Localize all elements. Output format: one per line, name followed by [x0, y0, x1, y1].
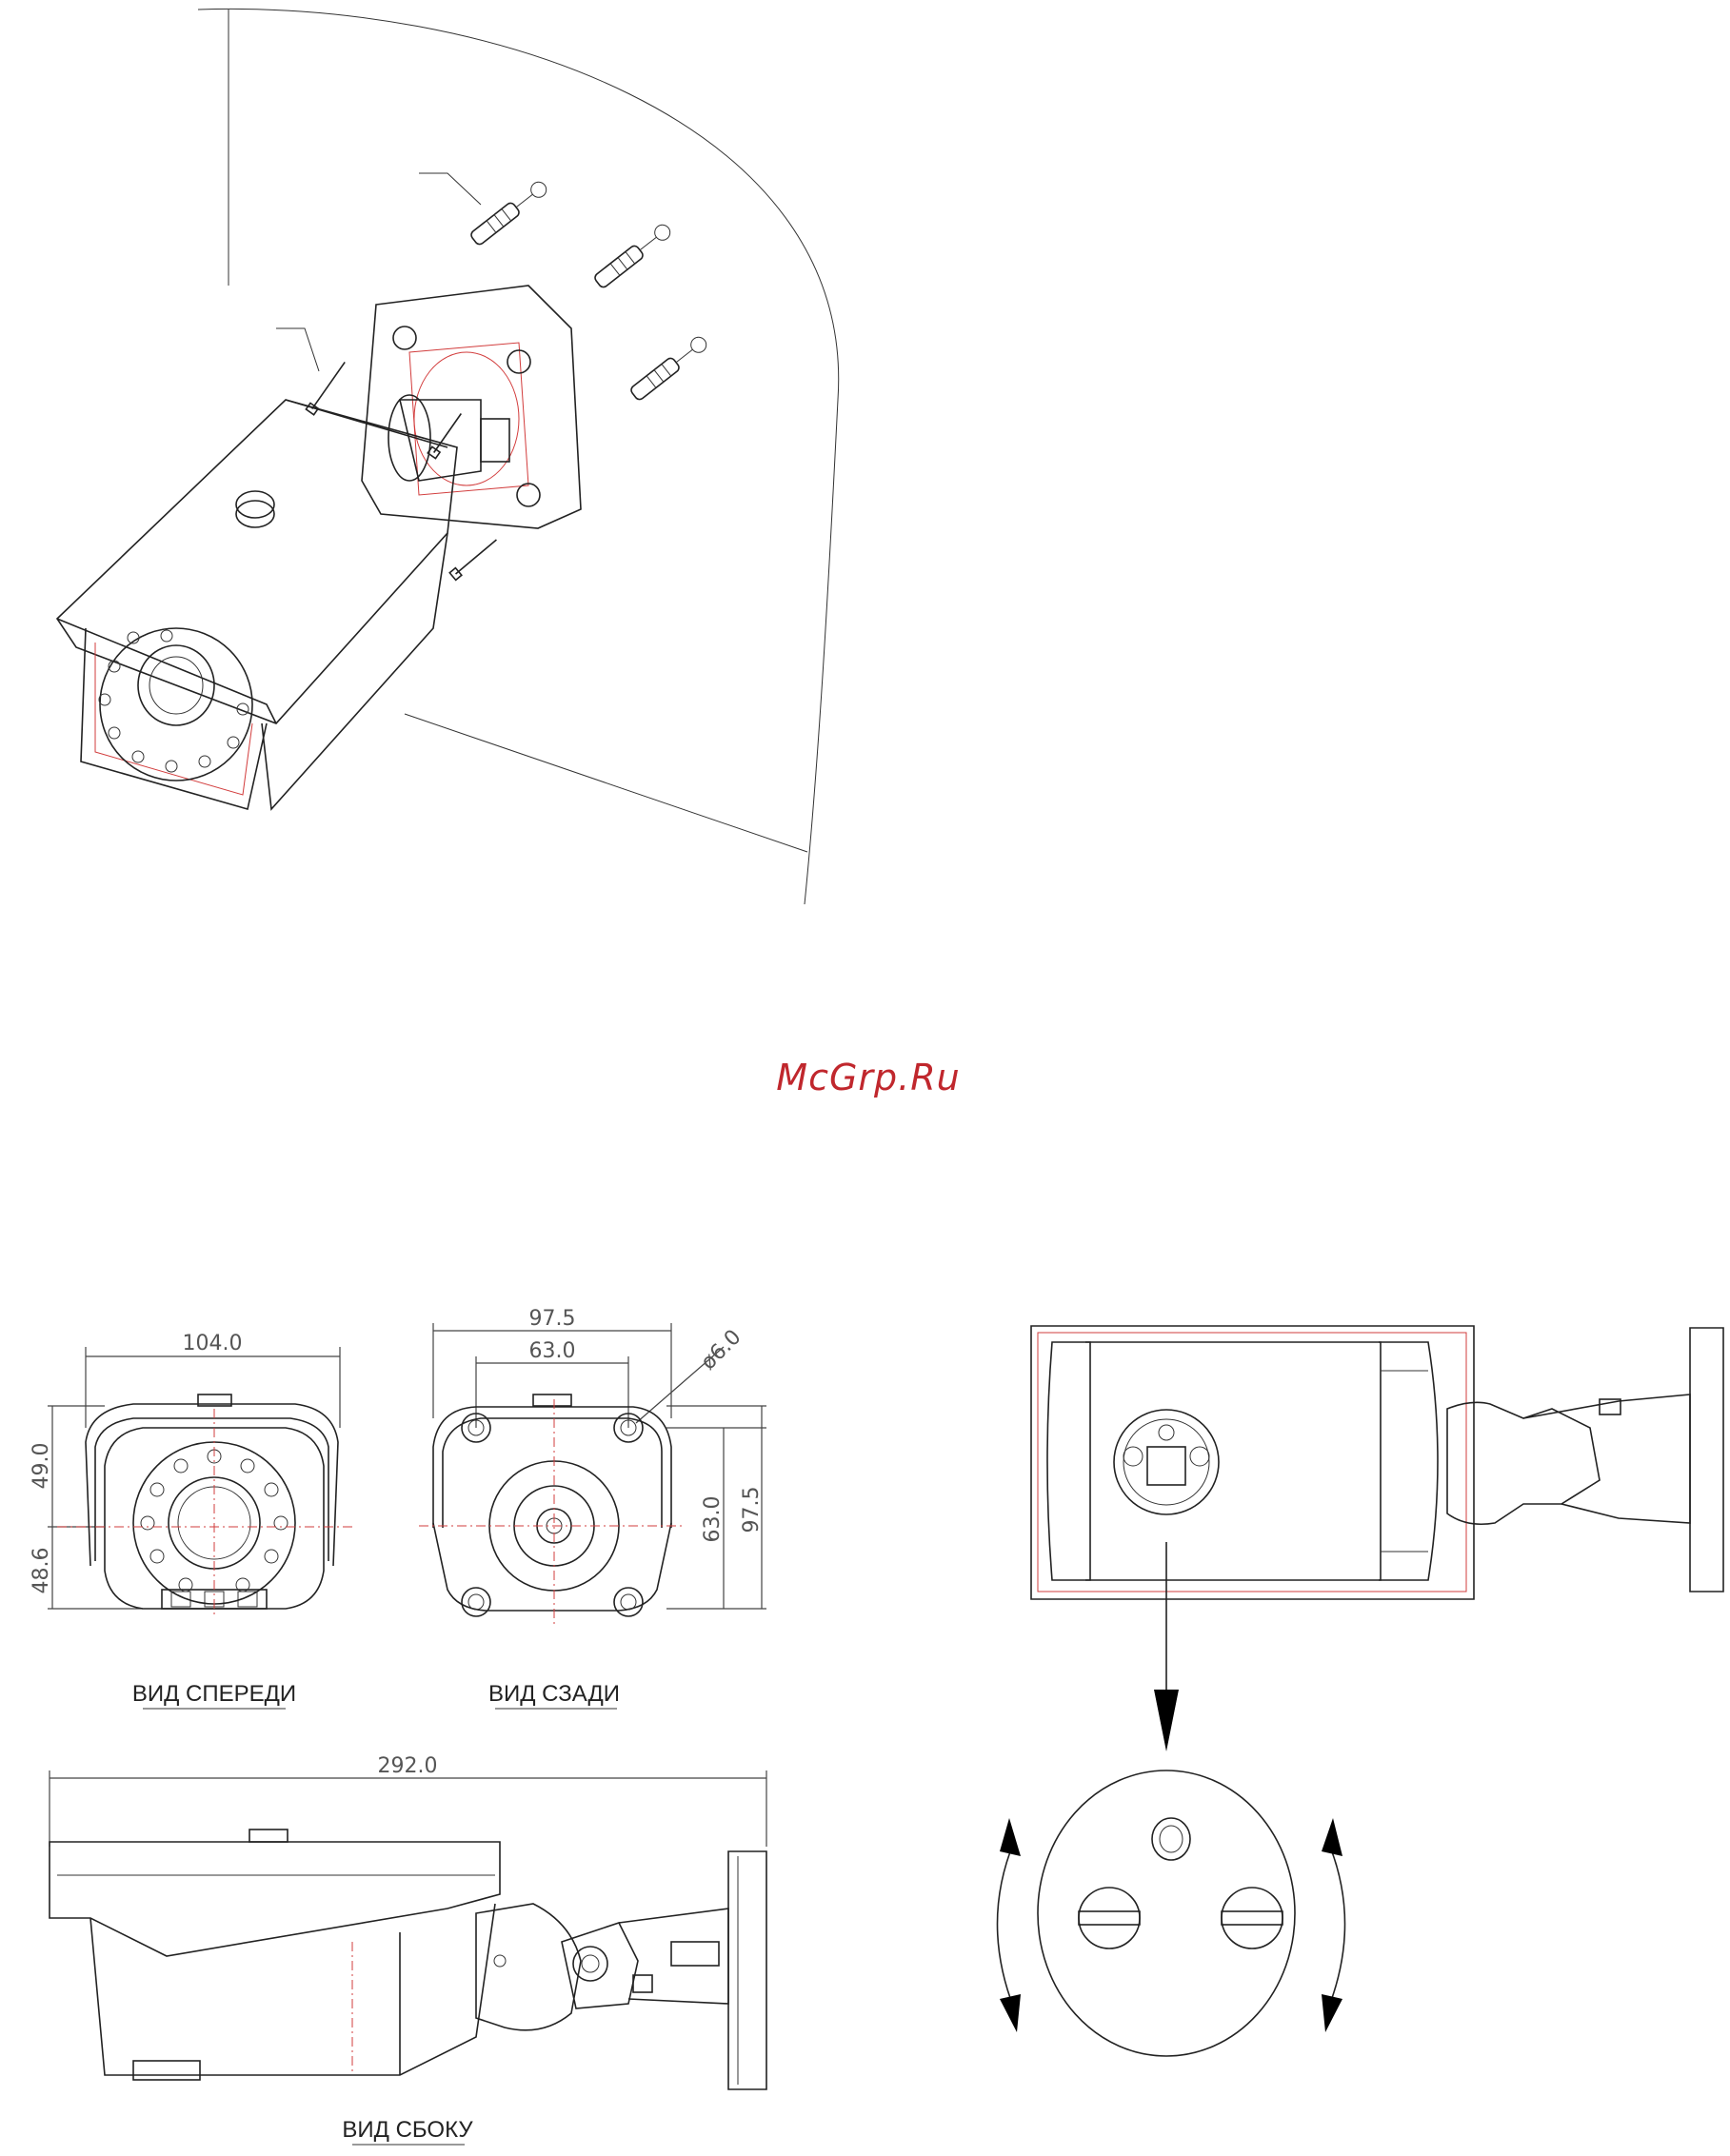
dim-front-bottom-height: 48.6 — [30, 1548, 53, 1594]
dim-front-width: 104.0 — [183, 1332, 243, 1355]
dim-rear-height: 97.5 — [740, 1487, 764, 1533]
rear-mounting-holes — [462, 1414, 643, 1616]
wall-anchors — [469, 179, 709, 401]
dim-rear-width: 97.5 — [529, 1307, 576, 1331]
down-arrow-icon — [1154, 1690, 1179, 1751]
mounting-arm — [388, 395, 509, 481]
dim-side-length: 292.0 — [378, 1754, 438, 1778]
leader-screw — [276, 328, 319, 371]
adjustment-detail — [998, 1770, 1345, 2056]
dim-rear-hole-spacing: 63.0 — [529, 1339, 576, 1363]
adjust-screw-left — [1079, 1888, 1140, 1948]
label-front-view: ВИД СПЕРЕДИ — [132, 1681, 296, 1707]
camera-body-isometric — [57, 400, 457, 809]
rotate-arrow-left — [998, 1842, 1015, 2008]
dim-rear-hole-diameter: ø6.0 — [697, 1325, 746, 1375]
rotate-arrow-right — [1328, 1842, 1345, 2008]
arrow-down-right-icon — [1322, 1994, 1342, 2032]
arrow-down-left-icon — [1000, 1994, 1021, 2032]
bottom-view — [1031, 1326, 1723, 1751]
front-view: 104.0 49.0 48.6 ВИД СПЕРЕДИ — [30, 1332, 352, 1709]
dim-front-top-height: 49.0 — [30, 1443, 53, 1490]
leader-anchor — [419, 173, 481, 205]
arrow-up-right-icon — [1322, 1818, 1342, 1856]
label-side-view: ВИД СБОКУ — [342, 2117, 473, 2143]
wall-curve — [198, 9, 839, 904]
dim-rear-vertical-spacing: 63.0 — [701, 1496, 725, 1543]
watermark: McGrp.Ru — [776, 1057, 960, 1098]
arrow-up-left-icon — [1000, 1818, 1021, 1856]
isometric-installation-view — [57, 9, 839, 904]
side-view: 292.0 ВИД СБОКУ — [50, 1754, 766, 2145]
label-rear-view: ВИД СЗАДИ — [488, 1681, 620, 1707]
rear-view: 97.5 63.0 ø6.0 63.0 97.5 — [419, 1307, 766, 1709]
adjust-screw-right — [1222, 1888, 1283, 1948]
floor-edge — [405, 714, 807, 852]
mounting-screws — [306, 360, 499, 581]
